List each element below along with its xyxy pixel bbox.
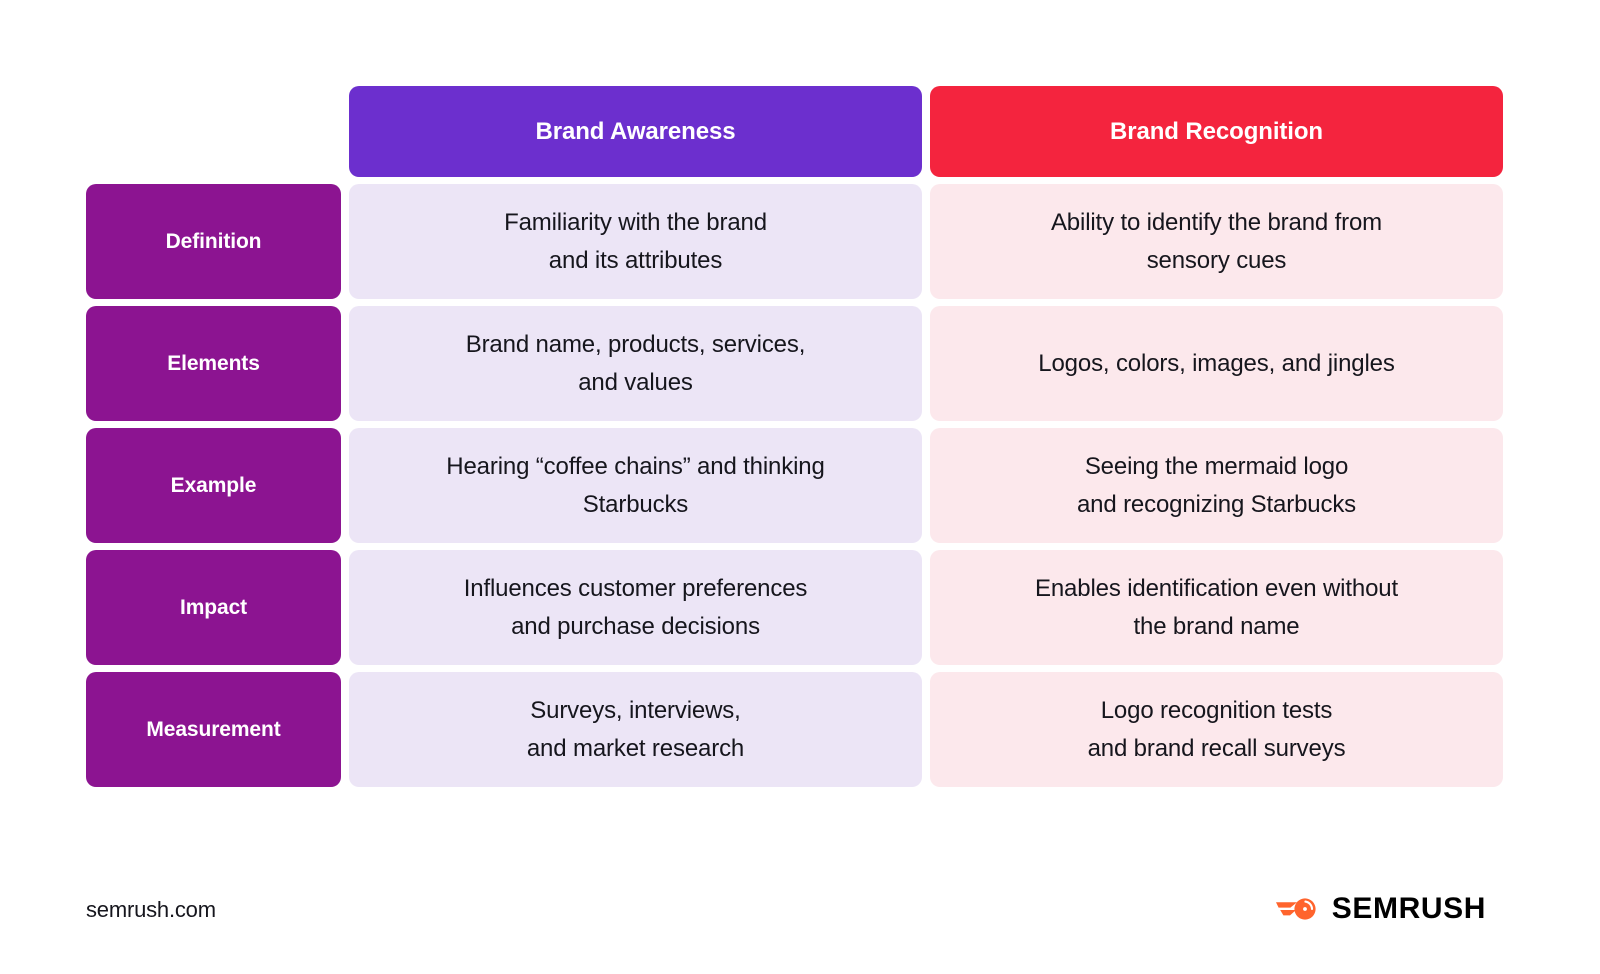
row-label-definition: Definition [86, 184, 341, 299]
row-label-elements: Elements [86, 306, 341, 421]
table-cell-example-awareness: Hearing “coffee chains” and thinking Sta… [349, 428, 922, 543]
comparison-table: Brand Awareness Brand Recognition Defini… [86, 86, 1503, 787]
table-cell-elements-awareness: Brand name, products, services, and valu… [349, 306, 922, 421]
footer-url: semrush.com [86, 897, 216, 922]
table-cell-measurement-recognition: Logo recognition tests and brand recall … [930, 672, 1503, 787]
table-cell-impact-recognition: Enables identification even without the … [930, 550, 1503, 665]
table-cell-measurement-awareness: Surveys, interviews, and market research [349, 672, 922, 787]
table-cell-impact-awareness: Influences customer preferences and purc… [349, 550, 922, 665]
semrush-comet-icon [1275, 893, 1320, 925]
row-label-measurement: Measurement [86, 672, 341, 787]
column-header-brand-recognition: Brand Recognition [930, 86, 1503, 177]
semrush-logo: SEMRUSH [1275, 892, 1486, 926]
column-header-brand-awareness: Brand Awareness [349, 86, 922, 177]
row-label-example: Example [86, 428, 341, 543]
table-corner-cell [86, 86, 341, 177]
semrush-wordmark: SEMRUSH [1331, 892, 1486, 925]
table-cell-definition-awareness: Familiarity with the brand and its attri… [349, 184, 922, 299]
row-label-impact: Impact [86, 550, 341, 665]
table-cell-elements-recognition: Logos, colors, images, and jingles [930, 306, 1503, 421]
table-cell-definition-recognition: Ability to identify the brand from senso… [930, 184, 1503, 299]
table-cell-example-recognition: Seeing the mermaid logo and recognizing … [930, 428, 1503, 543]
